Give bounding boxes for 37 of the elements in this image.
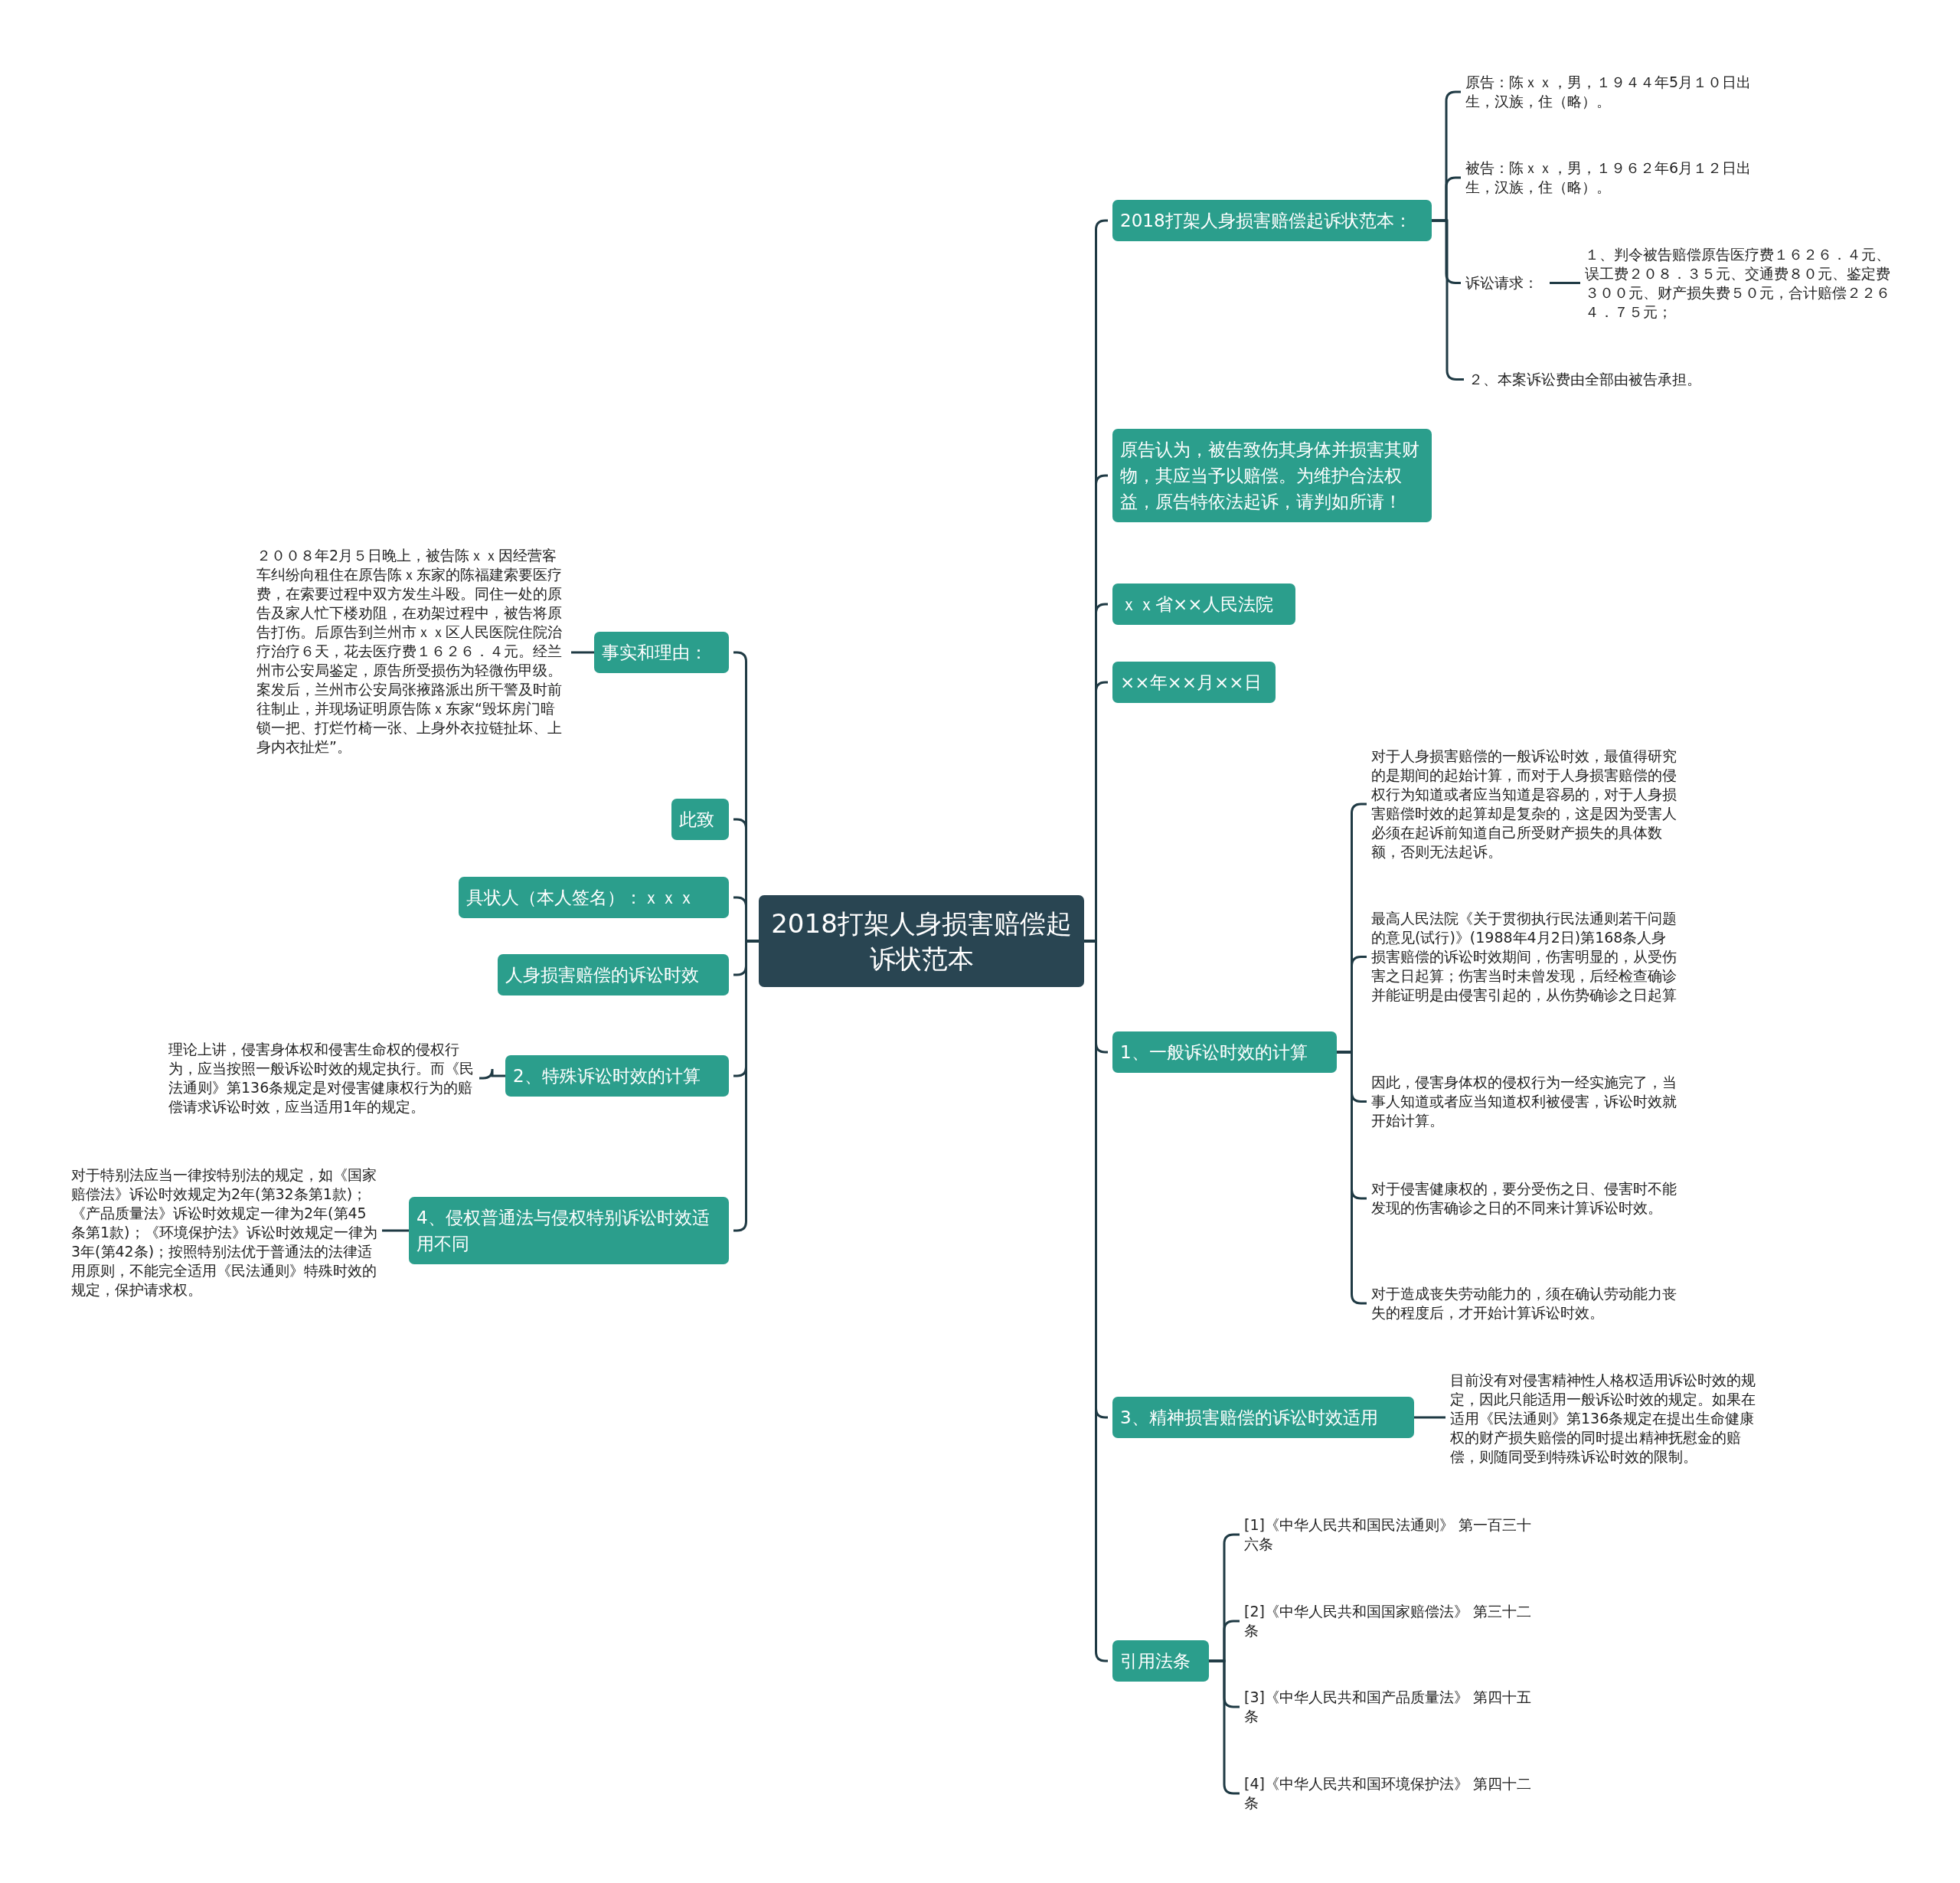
- note-text: ２、本案诉讼费由全部由被告承担。: [1468, 370, 1721, 389]
- note-text: 最高人民法院《关于贯彻执行民法通则若干问题的意见(试行)》(1988年4月2日)第168条人身损害赔偿的诉讼时效期间，伤害明显的，从受伤害之日起算；伤害当时未曾发现，后经检查确诊并能证明是由侵害引起的，从伤势确诊之日起算: [1371, 909, 1677, 1005]
- note-text: 对于人身损害赔偿的一般诉讼时效，最值得研究的是期间的起始计算，而对于人身损害赔偿的侵权行为知道或者应当知道是容易的，对于人身损害赔偿时效的起算却是复杂的，这是因为受害人必须在起诉前知道自己所受财产损失的具体数额，否则无法起诉。: [1371, 747, 1677, 861]
- topic-box: 2018打架人身损害赔偿起诉状范本：: [1112, 200, 1432, 241]
- topic-box: ××年××月××日: [1112, 662, 1276, 703]
- note-text: １、判令被告赔偿原告医疗费１６２６．４元、误工费２０８．３５元、交通费８０元、鉴定费３００元、财产损失费５０元，合计赔偿２２６４．７５元；: [1585, 245, 1895, 322]
- topic-box: 事实和理由：: [594, 632, 729, 673]
- note-text: 理论上讲，侵害身体权和侵害生命权的侵权行为，应当按照一般诉讼时效的规定执行。而《民法通则》第136条规定是对侵害健康权行为的赔偿请求诉讼时效，应当适用1年的规定。: [168, 1040, 475, 1116]
- topic-box: 2、特殊诉讼时效的计算: [505, 1055, 729, 1097]
- connector-line: [571, 651, 594, 654]
- connector-line: [479, 1067, 505, 1080]
- connector-line: [382, 1229, 409, 1232]
- note-text: ２００８年2月５日晚上，被告陈ｘｘ因经营客车纠纷向租住在原告陈ｘ东家的陈福建索要医疗费，在索要过程中双方发生斗殴。同住一处的原告及家人忙下楼劝阻，在劝架过程中，被告将原告打伤。后原告到兰州市ｘｘ区人民医院住院治疗治疗６天，花去医疗费１６２６．４元。经兰州市公安局鉴定，原告所受损伤为轻微伤甲级。案发后，兰州市公安局张掖路派出所干警及时前往制止，并现场证明原告陈ｘ东家“毁坏房门暗锁一把、打烂竹椅一张、上身外衣拉链扯坏、上身内衣扯烂”。: [256, 546, 567, 757]
- note-text: [3]《中华人民共和国产品质量法》 第四十五条: [1244, 1688, 1544, 1726]
- connector-line: [1550, 282, 1580, 284]
- note-text: 原告：陈ｘｘ，男，１９４４年5月１０日出生，汉族，住（略）。: [1465, 73, 1779, 111]
- topic-box: 此致: [671, 799, 729, 840]
- topic-box: 3、精神损害赔偿的诉讼时效适用: [1112, 1397, 1414, 1438]
- note-text: [1]《中华人民共和国民法通则》 第一百三十六条: [1244, 1515, 1544, 1554]
- connector-line: [1414, 1416, 1446, 1419]
- note-text: 因此，侵害身体权的侵权行为一经实施完了，当事人知道或者应当知道权利被侵害，诉讼时效就开始计算。: [1371, 1073, 1677, 1130]
- note-text: 诉讼请求：: [1465, 273, 1550, 293]
- topic-box: ｘｘ省××人民法院: [1112, 584, 1295, 625]
- topic-box: 具状人（本人签名）：ｘｘｘ: [459, 877, 729, 918]
- note-text: 目前没有对侵害精神性人格权适用诉讼时效的规定，因此只能适用一般诉讼时效的规定。如果在适用《民法通则》第136条规定在提出生命健康权的财产损失赔偿的同时提出精神抚慰金的赔偿，则随同受到特殊诉讼时效的限制。: [1450, 1371, 1756, 1466]
- note-text: 被告：陈ｘｘ，男，１９６２年6月１２日出生，汉族，住（略）。: [1465, 159, 1779, 197]
- topic-box: 4、侵权普通法与侵权特别诉讼时效适用不同: [409, 1197, 729, 1264]
- topic-box: 人身损害赔偿的诉讼时效: [498, 954, 729, 995]
- note-text: 对于特别法应当一律按特别法的规定，如《国家赔偿法》诉讼时效规定为2年(第32条第1款)；《产品质量法》诉讼时效规定一律为2年(第45条第1款)；《环境保护法》诉讼时效规定一律为3年(第42条)；按照特别法优于普通法的法律适用原则，不能完全适用《民法通则》特殊时效的规定，保护请求权。: [71, 1165, 377, 1299]
- topic-box: 原告认为，被告致伤其身体并损害其财物，其应当予以赔偿。为维护合法权益，原告特依法起诉，请判如所请！: [1112, 429, 1432, 522]
- note-text: 对于造成丧失劳动能力的，须在确认劳动能力丧失的程度后，才开始计算诉讼时效。: [1371, 1284, 1677, 1322]
- topic-box: 1、一般诉讼时效的计算: [1112, 1031, 1337, 1073]
- note-text: [2]《中华人民共和国国家赔偿法》 第三十二条: [1244, 1602, 1544, 1640]
- note-text: 对于侵害健康权的，要分受伤之日、侵害时不能发现的伤害确诊之日的不同来计算诉讼时效。: [1371, 1179, 1677, 1218]
- note-text: [4]《中华人民共和国环境保护法》 第四十二条: [1244, 1774, 1544, 1813]
- central-topic-box: 2018打架人身损害赔偿起诉状范本: [759, 895, 1084, 987]
- topic-box: 引用法条: [1112, 1640, 1209, 1682]
